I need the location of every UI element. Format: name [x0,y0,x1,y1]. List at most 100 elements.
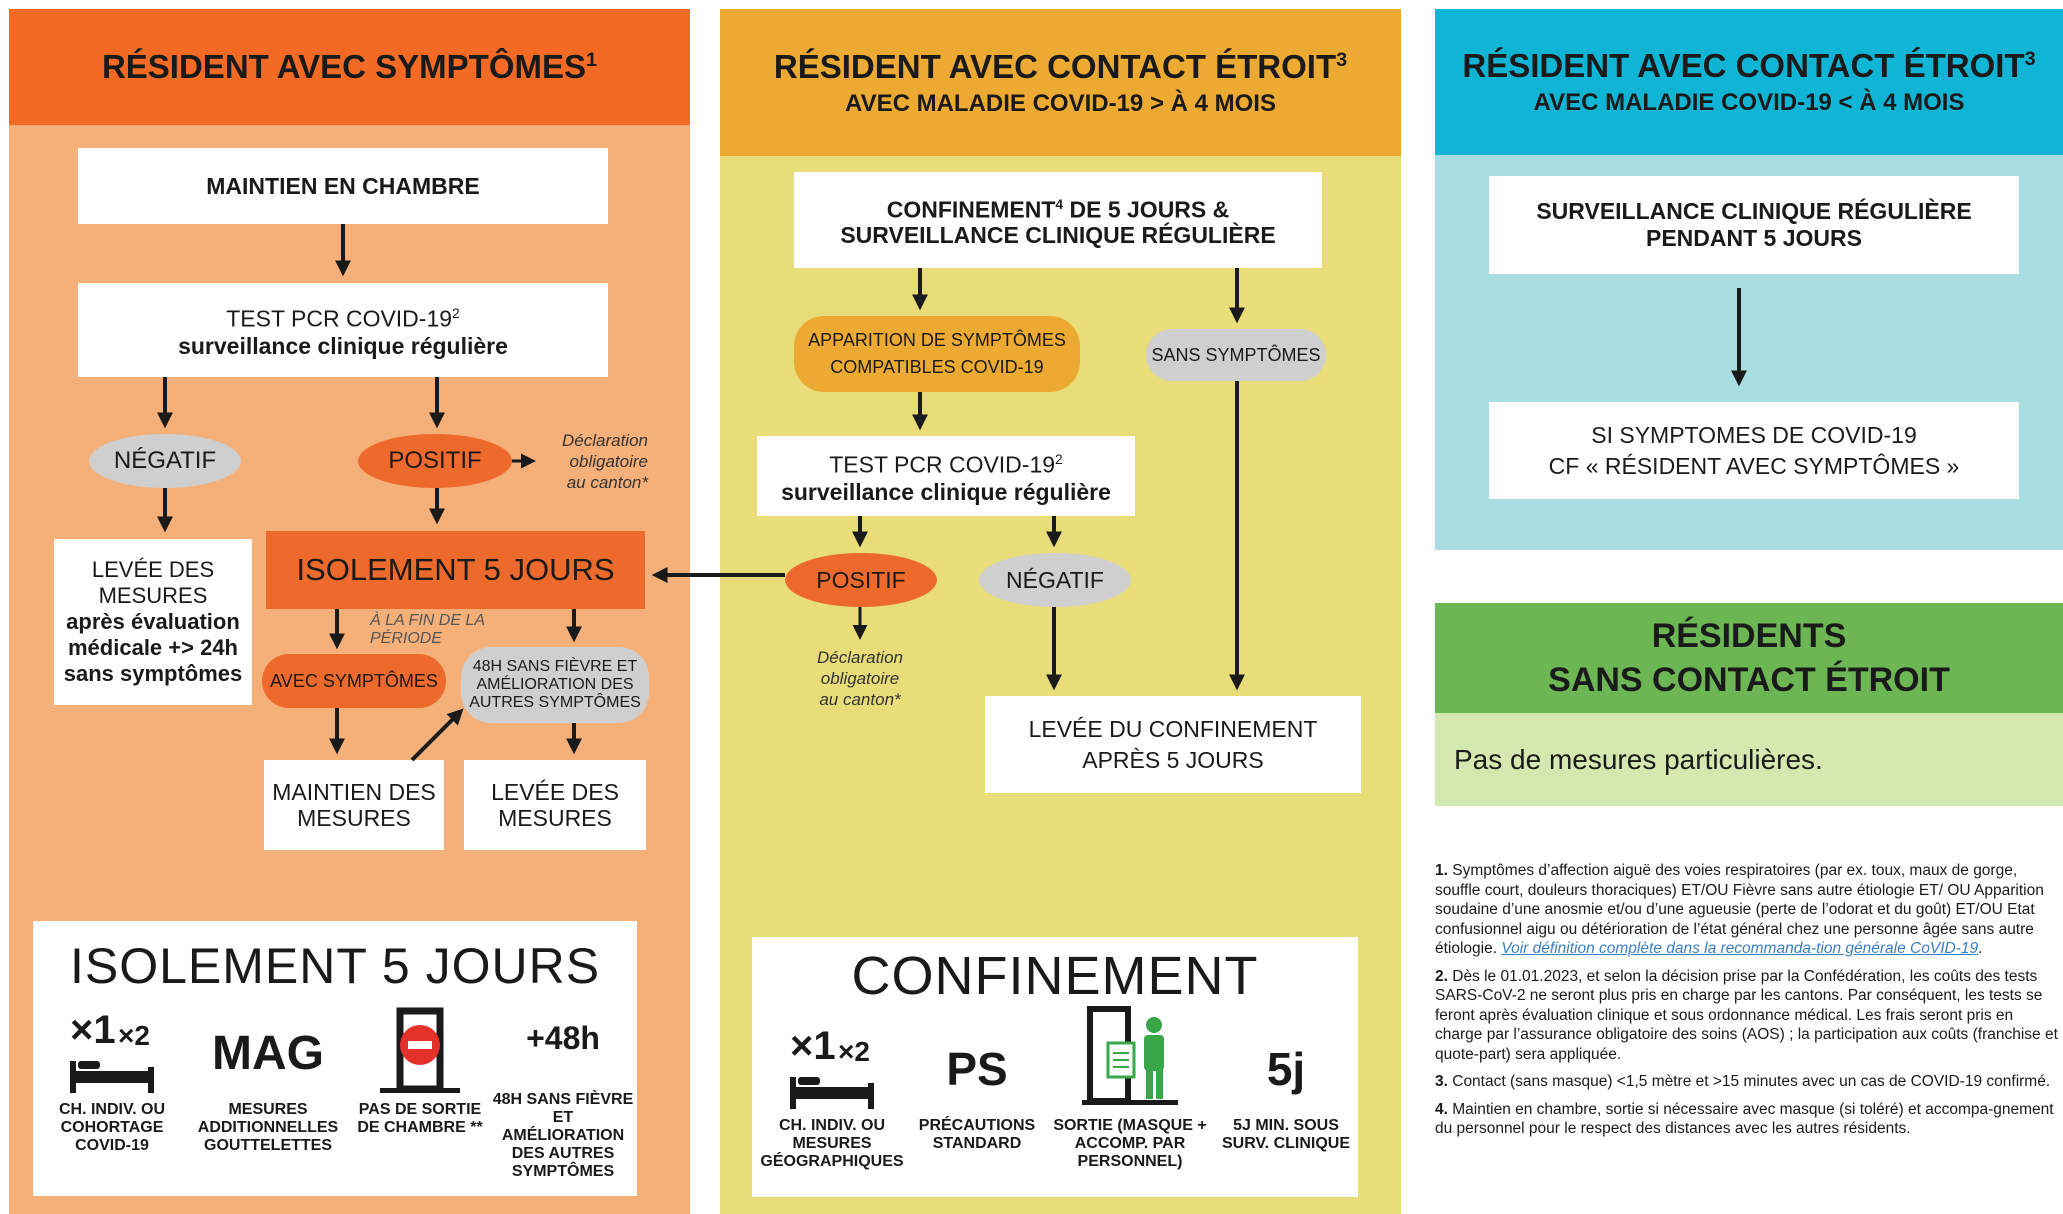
legend-isolement-item-bed: ×1 ×2 CH. INDIV. OU COHORTAGE COVID-19 [43,1005,181,1155]
col1-fievre-1: 48H SANS FIÈVRE ET [472,658,638,675]
legend-isolement-item-48h: +48h 48H SANS FIÈVRE ET AMÉLIORATION DES… [491,1005,635,1181]
footnote-3-text: Contact (sans masque) <1,5 mètre et >15 … [1447,1073,2051,1090]
bed-icon: ×1 ×2 [70,1008,154,1093]
col2-confinement-box: CONFINEMENT4 DE 5 JOURS & SURVEILLANCE C… [794,172,1322,268]
col2-declaration-2: obligatoire [820,669,900,688]
col3-si-1: SI SYMPTOMES DE COVID-19 [1591,421,1917,448]
footnotes: 1. Symptômes d’affection aiguë des voies… [1435,861,2063,1147]
col3-header-sub: AVEC MALADIE COVID-19 < À 4 MOIS [1533,89,1965,116]
days-text-icon-label: 5j [1267,1043,1305,1095]
col2-confinement-1: CONFINEMENT [886,196,1056,223]
footnote-1-link[interactable]: Voir définition complète dans la recomma… [1501,940,1979,957]
footnote-2-num: 2. [1435,967,1448,985]
col3-si-box: SI SYMPTOMES DE COVID-19 CF « RÉSIDENT A… [1489,402,2019,499]
col1-test-title: TEST PCR COVID-19 [226,305,453,332]
legend-isolement-item-door: PAS DE SORTIE DE CHAMBRE ** [355,1005,485,1137]
legend-confinement-item-ps: PS PRÉCAUTIONS STANDARD [912,1021,1042,1153]
days-text-icon: 5j [1267,1043,1305,1095]
col1-negatif-pill: NÉGATIF [89,434,241,488]
col2-apparition-pill: APPARITION DE SYMPTÔMES COMPATIBLES COVI… [794,316,1080,392]
legend-isolement-cap-3: PAS DE SORTIE DE CHAMBRE ** [357,1101,483,1136]
col3-header-sup: 3 [2024,48,2036,70]
col1-levee-1: LEVÉE DES [91,557,215,582]
col2-header: RÉSIDENT AVEC CONTACT ÉTROIT3 AVEC MALAD… [720,9,1401,156]
col2-header-sup: 3 [1336,48,1348,71]
legend-confinement-item-5j: 5j 5J MIN. SOUS SURV. CLINIQUE [1216,1021,1356,1153]
col1-isolement-label: ISOLEMENT 5 JOURS [296,552,615,587]
col1-levee-5: sans symptômes [63,661,243,686]
col1-maintien-box: MAINTIEN EN CHAMBRE [78,148,608,224]
col4-header-1: RÉSIDENTS [1651,617,1847,655]
col1-maintien-mesures-box: MAINTIEN DES MESURES [264,760,444,850]
footnote-1-num: 1. [1435,862,1448,879]
col2-declaration-3: au canton* [819,690,901,709]
timer-text-icon: +48h [526,1020,600,1056]
col1-declaration-2: obligatoire [569,452,648,471]
col1-levee-mesures-1: LEVÉE DES [491,779,619,805]
ps-text-icon-label: PS [946,1043,1007,1095]
col2-levee-box: LEVÉE DU CONFINEMENT APRÈS 5 JOURS [985,696,1361,793]
legend-isolement-cap-2: MESURES ADDITIONNELLES GOUTTELETTES [197,1101,339,1154]
col2-apparition-1: APPARITION DE SYMPTÔMES [808,330,1066,350]
arrow-maintien-to-fievre [410,708,464,762]
footnote-1-text: Symptômes d’affection aiguë des voies re… [1435,862,2044,957]
footnote-2-text: Dès le 01.01.2023, et selon la décision … [1435,967,2058,1063]
footnote-4-text: Maintien en chambre, sortie si nécessair… [1435,1100,2054,1138]
col1-levee-box: LEVÉE DES MESURES après évaluation médic… [54,539,252,705]
col2-positif-label: POSITIF [816,566,906,593]
col2-header-sub: AVEC MALADIE COVID-19 > À 4 MOIS [845,89,1276,117]
col1-levee-2: MESURES [98,583,208,608]
col1-test-box: TEST PCR COVID-192 surveillance clinique… [78,283,608,377]
col2-levee-1: LEVÉE DU CONFINEMENT [1028,715,1318,742]
col2-positif-pill: POSITIF [785,553,937,607]
col1-header-sup: 1 [586,49,598,71]
col1-levee-4: médicale +> 24h [68,635,238,660]
col3-surveillance-1: SURVEILLANCE CLINIQUE RÉGULIÈRE [1536,198,1972,224]
legend-isolement-cap-4: 48H SANS FIÈVRE ET AMÉLIORATION DES AUTR… [492,1091,634,1180]
col1-maintien-mesures-2: MESURES [297,805,411,831]
timer-text-icon-label: +48h [526,1020,600,1056]
col2-sans-symptomes-label: SANS SYMPTÔMES [1151,344,1321,365]
col2-confinement-sup: 4 [1055,196,1064,212]
legend-confinement-item-bed: ×1 ×2 CH. INDIV. OU MESURES GÉOGRAPHIQUE… [758,1021,906,1171]
col1-fievre-pill: 48H SANS FIÈVRE ET AMÉLIORATION DES AUTR… [461,647,649,723]
col2-confinement-2: SURVEILLANCE CLINIQUE RÉGULIÈRE [840,222,1276,249]
col3-header-title: RÉSIDENT AVEC CONTACT ÉTROIT [1462,47,2025,84]
col4-header-2: SANS CONTACT ÉTROIT [1548,661,1950,699]
col2-test-sub: surveillance clinique régulière [781,478,1111,505]
legend-confinement-cap-4: 5J MIN. SOUS SURV. CLINIQUE [1221,1117,1351,1152]
col1-declaration-note: Déclaration obligatoire au canton* [538,430,648,493]
col1-maintien-mesures-1: MAINTIEN DES [272,779,436,805]
col2-test-title: TEST PCR COVID-19 [829,451,1056,478]
col1-fievre-3: AUTRES SYMPTÔMES [469,694,641,711]
footnote-1-end: . [1978,940,1983,957]
bed-icon: ×1 ×2 [790,1024,874,1109]
footnote-4: 4. Maintien en chambre, sortie si nécess… [1435,1100,2063,1139]
col2-confinement-1b: DE 5 JOURS & [1063,196,1230,223]
col4-header: RÉSIDENTS SANS CONTACT ÉTROIT [1435,603,2063,713]
col2-sans-symptomes-pill: SANS SYMPTÔMES [1146,329,1326,381]
legend-isolement-item-mag: MAG MESURES ADDITIONNELLES GOUTTELETTES [193,1005,343,1155]
legend-confinement-cap-3: SORTIE (MASQUE + ACCOMP. PAR PERSONNEL) [1053,1117,1207,1170]
mask-text-icon-label: MAG [212,1027,324,1080]
legend-isolement-title: ISOLEMENT 5 JOURS [69,938,601,994]
no-exit-door-icon [380,1007,460,1093]
col1-maintien-label: MAINTIEN EN CHAMBRE [206,172,480,199]
legend-confinement-item-exit: SORTIE (MASQUE + ACCOMP. PAR PERSONNEL) [1050,1003,1210,1171]
bed-icon-count-2: ×2 [838,1036,870,1067]
footnote-2: 2. Dès le 01.01.2023, et selon la décisi… [1435,967,2063,1065]
col2-apparition-2: COMPATIBLES COVID-19 [830,357,1044,377]
col3-surveillance-2: PENDANT 5 JOURS [1646,225,1862,251]
col1-test-sup: 2 [452,305,460,321]
col1-positif-label: POSITIF [388,447,482,474]
col2-declaration-note: Déclaration obligatoire au canton* [800,647,920,710]
legend-confinement-cap-2: PRÉCAUTIONS STANDARD [918,1117,1036,1152]
col2-negatif-label: NÉGATIF [1006,566,1104,593]
exit-door-person-icon [1082,1006,1178,1105]
col1-avec-symptomes-label: AVEC SYMPTÔMES [270,670,438,691]
col1-isolement-box: ISOLEMENT 5 JOURS [266,531,645,609]
col2-declaration-1: Déclaration [817,648,903,667]
col1-levee-mesures-box: LEVÉE DES MESURES [464,760,646,850]
col1-avec-symptomes-pill: AVEC SYMPTÔMES [262,654,446,708]
